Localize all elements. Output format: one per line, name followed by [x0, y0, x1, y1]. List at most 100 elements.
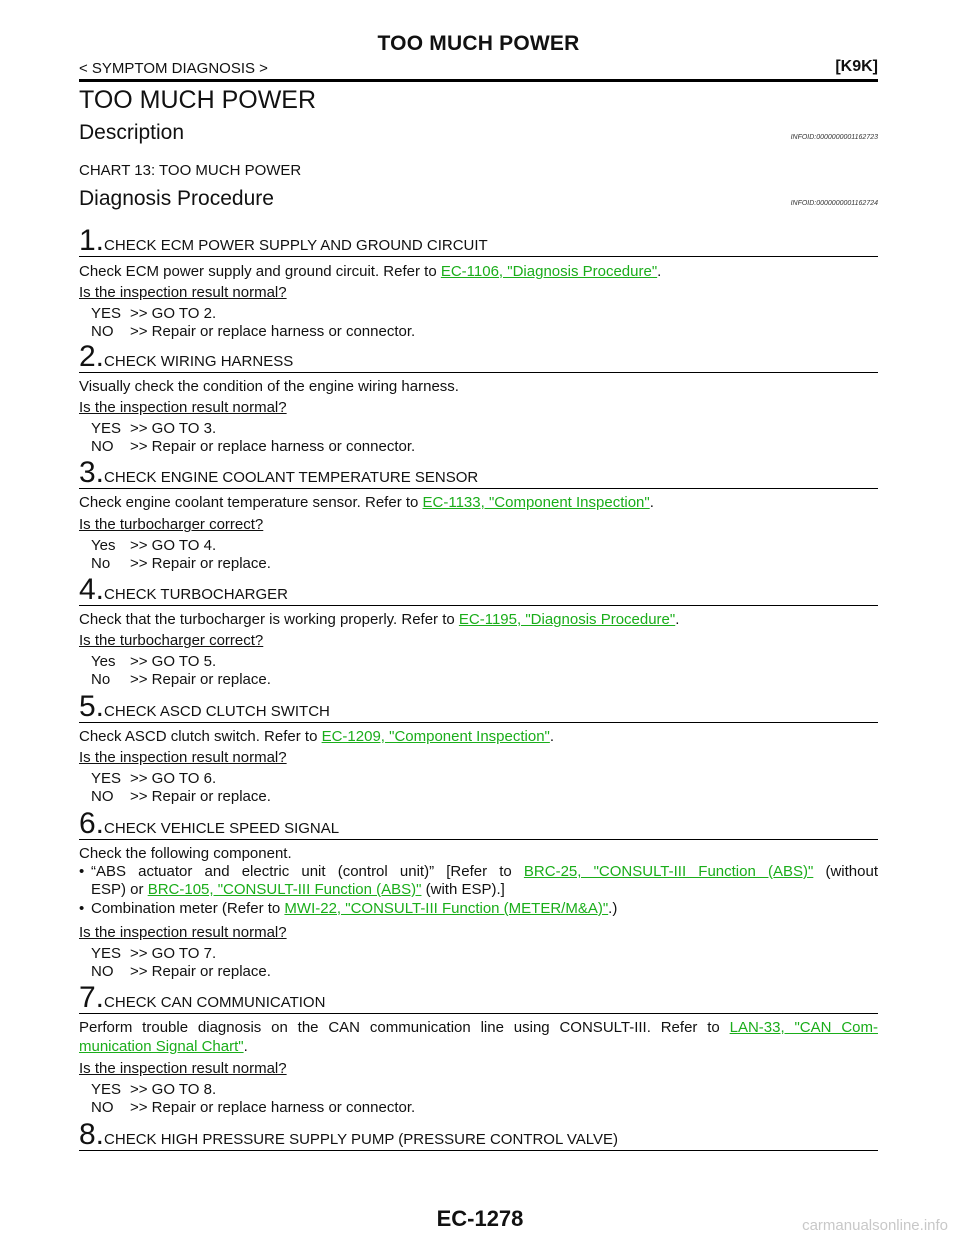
step-title: CHECK WIRING HARNESS [104, 353, 294, 370]
step-1-question: Is the inspection result normal? [79, 284, 287, 301]
answer-text: >> Repair or replace. [130, 963, 271, 980]
answer-key: NO [91, 438, 114, 455]
link-mwi-22[interactable]: MWI-22, "CONSULT-III Function (METER/M&A… [284, 900, 609, 917]
step-1-answers: YES >> GO TO 2. NO>> Repair or replace ha… [91, 305, 415, 341]
step-title: CHECK VEHICLE SPEED SIGNAL [104, 820, 340, 837]
page-number: EC-1278 [436, 1206, 524, 1231]
header-title: TOO MUCH POWER [377, 32, 580, 55]
step-title: CHECK ASCD CLUTCH SWITCH [104, 703, 330, 720]
answer-text: >> GO TO 4. [130, 537, 217, 554]
link-brc-105[interactable]: BRC-105, "CONSULT-III Function (ABS)" [147, 881, 422, 898]
step-6-header: 6.CHECK VEHICLE SPEED SIGNAL [79, 809, 878, 840]
link-lan-33[interactable]: LAN-33, "CAN Com- [729, 1019, 878, 1036]
answer-key: No [91, 555, 111, 572]
answer-key: YES [91, 1081, 122, 1098]
bullet-text-end: (without [813, 863, 878, 880]
description-infoid: INFOID:0000000001162723 [790, 134, 878, 141]
answer-no: No>> Repair or replace. [91, 671, 271, 689]
step-2-answers: YES>> GO TO 3. NO>> Repair or replace ha… [91, 420, 415, 456]
step-text: Check that the turbocharger is working p… [79, 611, 459, 628]
answer-key: YES [91, 305, 122, 322]
link-brc-25[interactable]: BRC-25, "CONSULT-III Function (ABS)" [523, 863, 814, 880]
step-6-bullet-1: •“ABS actuator and electric unit (contro… [79, 863, 878, 899]
step-number: 6. [79, 807, 105, 840]
step-text-line: Perform trouble diagnosis on the CAN com… [79, 1018, 878, 1037]
answer-key: YES [91, 770, 122, 787]
step-3-question: Is the turbocharger correct? [79, 516, 264, 533]
step-8-header: 8.CHECK HIGH PRESSURE SUPPLY PUMP (PRESS… [79, 1120, 878, 1151]
header-rule [79, 79, 878, 82]
step-text-end: . [657, 263, 662, 280]
step-2-header: 2.CHECK WIRING HARNESS [79, 342, 878, 373]
step-4-header: 4.CHECK TURBOCHARGER [79, 575, 878, 606]
answer-no: No>> Repair or replace. [91, 555, 271, 573]
answer-key: NO [91, 323, 114, 340]
answer-key: Yes [91, 537, 116, 554]
answer-yes: Yes >> GO TO 4. [91, 537, 271, 555]
description-heading: Description INFOID:0000000001162723 [79, 121, 878, 145]
step-text-end: . [243, 1038, 248, 1055]
link-ec-1106[interactable]: EC-1106, "Diagnosis Procedure" [440, 263, 658, 280]
bullet-text: Combination meter (Refer to [91, 900, 285, 917]
step-2-question: Is the inspection result normal? [79, 399, 287, 416]
step-text: Check engine coolant temperature sensor.… [79, 494, 423, 511]
step-6-question: Is the inspection result normal? [79, 924, 287, 941]
step-3-text: Check engine coolant temperature sensor.… [79, 493, 878, 512]
bullet-text-end: .) [608, 900, 618, 917]
link-ec-1195[interactable]: EC-1195, "Diagnosis Procedure" [458, 611, 676, 628]
step-text: Perform trouble diagnosis on the CAN com… [79, 1019, 730, 1036]
step-7-answers: YES>> GO TO 8. NO>> Repair or replace ha… [91, 1081, 415, 1117]
answer-no: NO >> Repair or replace. [91, 788, 271, 806]
answer-text: >> GO TO 2. [130, 305, 217, 322]
bullet-dot: • [79, 900, 85, 917]
step-5-answers: YES >> GO TO 6. NO >> Repair or replace. [91, 770, 271, 806]
step-5-question: Is the inspection result normal? [79, 749, 287, 766]
step-text-end: . [649, 494, 654, 511]
step-6-answers: YES>> GO TO 7. NO>> Repair or replace. [91, 945, 271, 981]
header-section: < SYMPTOM DIAGNOSIS > [79, 60, 268, 77]
step-number: 1. [79, 224, 105, 257]
answer-no: NO>> Repair or replace harness or connec… [91, 323, 415, 341]
link-ec-1209[interactable]: EC-1209, "Component Inspection" [321, 728, 550, 745]
step-title: CHECK TURBOCHARGER [104, 586, 288, 603]
link-ec-1133[interactable]: EC-1133, "Component Inspection" [422, 494, 650, 511]
answer-no: NO>> Repair or replace harness or connec… [91, 438, 415, 456]
answer-text: >> GO TO 6. [130, 770, 217, 787]
step-5-header: 5.CHECK ASCD CLUTCH SWITCH [79, 692, 878, 723]
step-7-question: Is the inspection result normal? [79, 1060, 287, 1077]
step-text-line-continued: munication Signal Chart". [79, 1037, 878, 1056]
step-number: 4. [79, 573, 105, 606]
step-1-text: Check ECM power supply and ground circui… [79, 262, 878, 281]
step-4-text: Check that the turbocharger is working p… [79, 610, 878, 629]
answer-text: >> GO TO 3. [130, 420, 217, 437]
answer-text: >> Repair or replace harness or connecto… [130, 1099, 416, 1116]
procedure-heading: Diagnosis Procedure INFOID:0000000001162… [79, 187, 878, 211]
procedure-infoid: INFOID:0000000001162724 [790, 200, 878, 207]
answer-text: >> Repair or replace. [130, 788, 271, 805]
bullet-line: •“ABS actuator and electric unit (contro… [79, 863, 878, 881]
step-7-header: 7.CHECK CAN COMMUNICATION [79, 983, 878, 1014]
step-4-question: Is the turbocharger correct? [79, 632, 264, 649]
answer-text: >> Repair or replace. [130, 671, 271, 688]
step-title: CHECK CAN COMMUNICATION [104, 994, 326, 1011]
answer-no: NO >> Repair or replace. [91, 963, 271, 981]
step-number: 7. [79, 981, 105, 1014]
bullet-text: “ABS actuator and electric unit (control… [91, 863, 524, 880]
step-4-answers: Yes>> GO TO 5. No>> Repair or replace. [91, 653, 271, 689]
link-lan-33-continued[interactable]: munication Signal Chart" [79, 1038, 244, 1055]
answer-key: NO [91, 788, 114, 805]
answer-text: >> GO TO 5. [130, 653, 217, 670]
answer-yes: YES >> GO TO 6. [91, 770, 271, 788]
step-number: 2. [79, 340, 105, 373]
answer-key: NO [91, 963, 114, 980]
description-heading-text: Description [79, 121, 185, 144]
answer-yes: YES>> GO TO 3. [91, 420, 415, 438]
answer-yes: YES>> GO TO 8. [91, 1081, 415, 1099]
step-2-text: Visually check the condition of the engi… [79, 378, 459, 395]
step-number: 3. [79, 456, 105, 489]
watermark: carmanualsonline.info [802, 1217, 948, 1234]
step-title: CHECK ECM POWER SUPPLY AND GROUND CIRCUI… [104, 237, 488, 254]
step-text-end: . [549, 728, 555, 745]
header-engine-code: [K9K] [835, 58, 878, 75]
bullet-text-end: (with ESP).] [421, 881, 505, 898]
